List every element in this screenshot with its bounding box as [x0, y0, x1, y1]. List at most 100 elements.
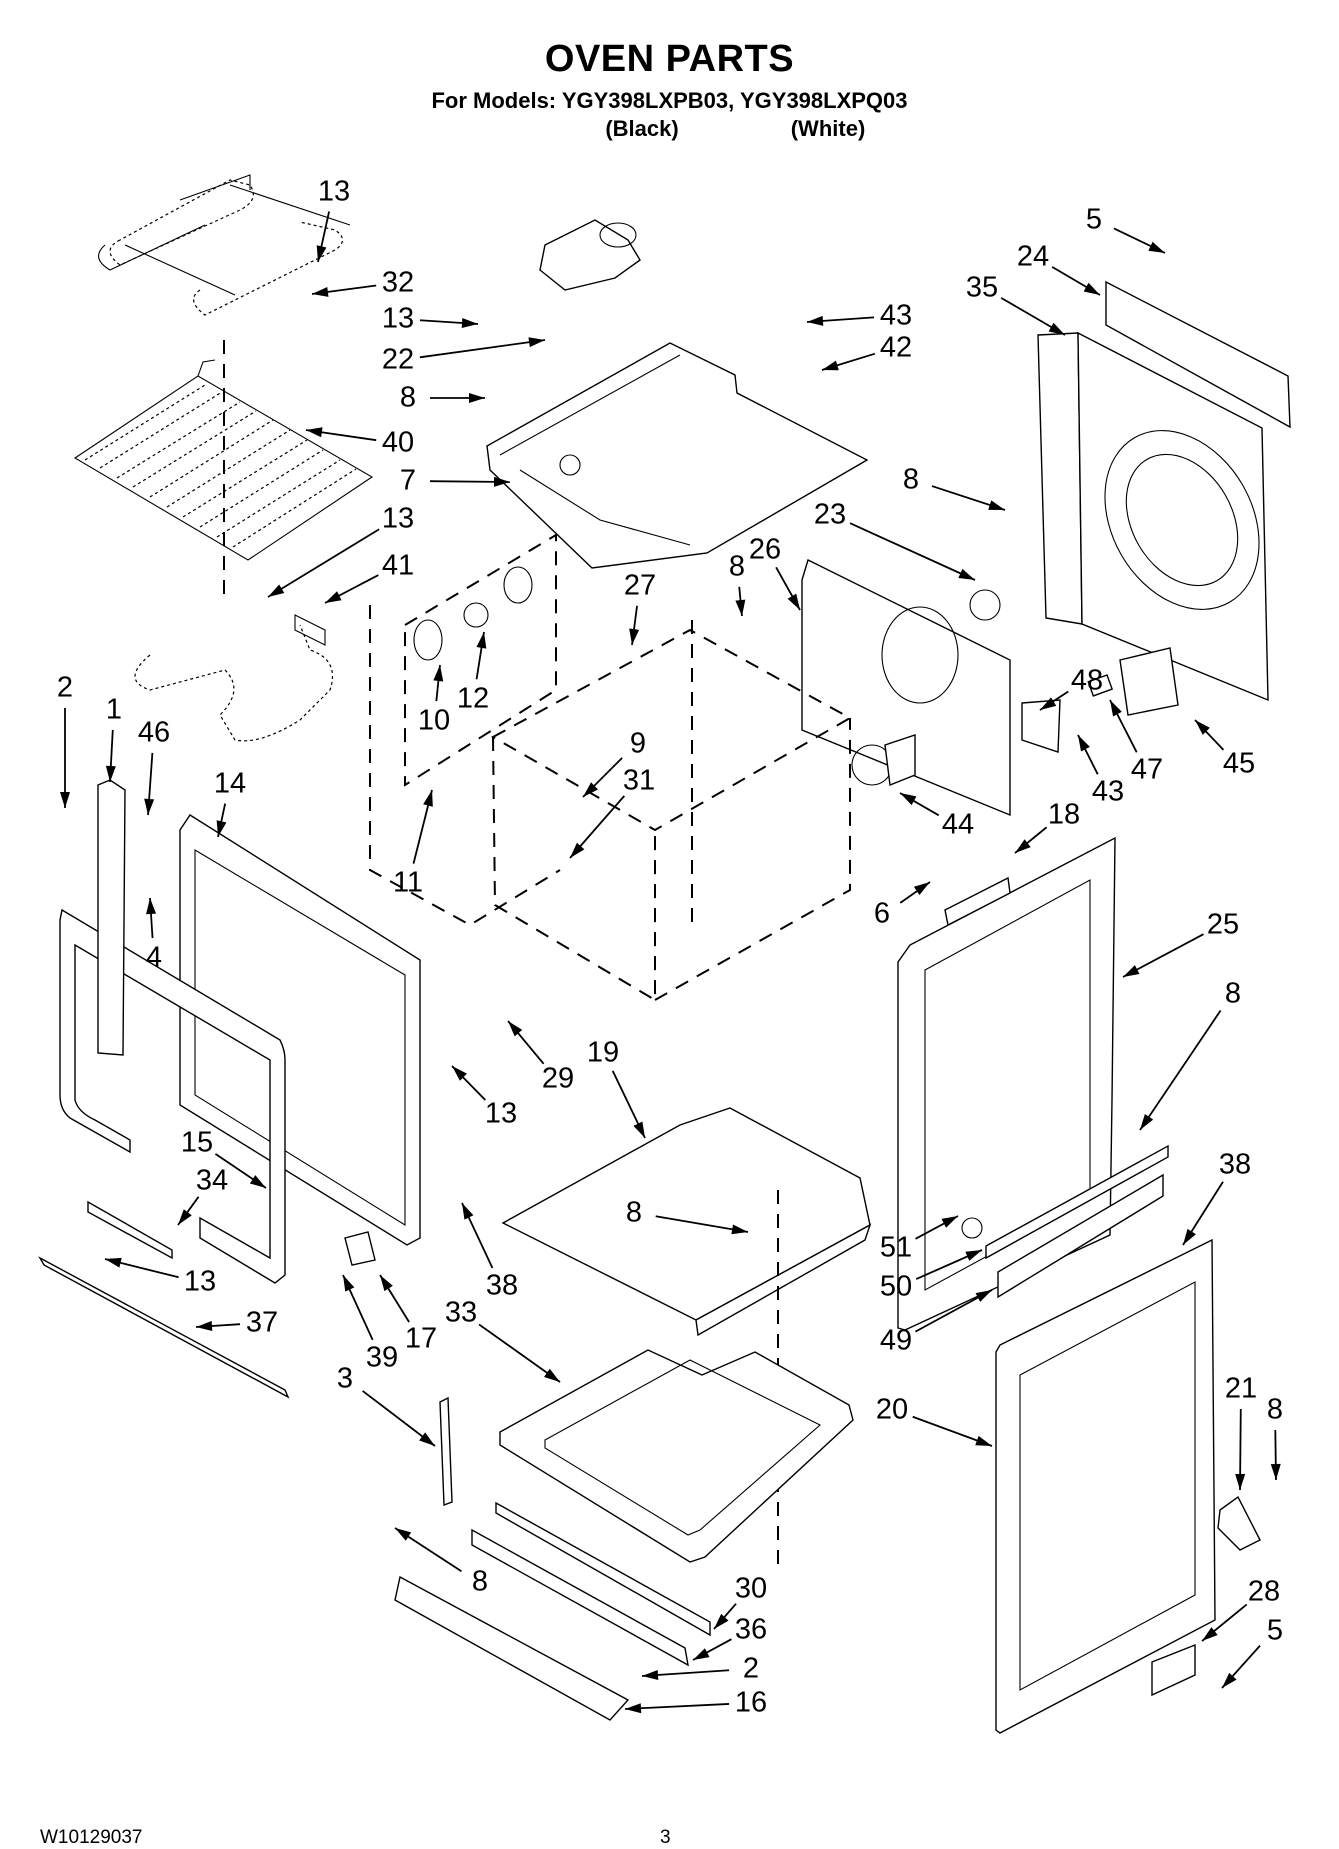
arrowhead-icon: [965, 1250, 982, 1261]
arrowhead-icon: [787, 593, 800, 610]
callout-label-40: 40: [381, 426, 415, 459]
leader-line: [1139, 1010, 1222, 1131]
arrowhead-icon: [625, 1703, 642, 1714]
arrowhead-icon: [1235, 1473, 1246, 1490]
variant-color-white: (White): [790, 116, 866, 141]
callout-label-7: 7: [399, 464, 417, 497]
callout-label-12: 12: [456, 682, 490, 715]
door-gasket-drawing: [59, 908, 286, 1284]
callout-label-20: 20: [875, 1393, 909, 1426]
callout-label-51: 51: [879, 1231, 913, 1264]
callout-label-39: 39: [365, 1341, 399, 1374]
callout-label-19: 19: [586, 1036, 620, 1069]
callout-label-8: 8: [625, 1196, 643, 1229]
callout-label-30: 30: [734, 1572, 768, 1605]
callout-label-2: 2: [742, 1652, 760, 1685]
callout-label-44: 44: [941, 808, 975, 841]
arrowhead-icon: [1202, 1627, 1218, 1641]
arrowhead-icon: [1222, 1672, 1237, 1688]
callout-label-47: 47: [1130, 753, 1164, 786]
callout-label-6: 6: [873, 897, 891, 930]
arrowhead-icon: [975, 1435, 992, 1446]
arrowhead-icon: [544, 1368, 560, 1382]
callout-label-32: 32: [381, 266, 415, 299]
arrowhead-icon: [731, 1224, 748, 1235]
arrowhead-icon: [807, 315, 824, 326]
callout-label-8: 8: [728, 550, 746, 583]
page-number: 3: [660, 1827, 671, 1848]
arrowhead-icon: [1078, 735, 1090, 752]
outer-door-drawing: [961, 1144, 1216, 1734]
convection-panel-drawing: [801, 559, 1011, 817]
arrowhead-icon: [633, 1121, 645, 1138]
arrowhead-icon: [380, 1275, 393, 1292]
callout-label-3: 3: [336, 1362, 354, 1395]
arrowhead-icon: [1195, 720, 1210, 735]
door-hinge-drawing: [344, 1231, 376, 1266]
callout-label-24: 24: [1016, 240, 1050, 273]
arrowhead-icon: [60, 792, 70, 808]
arrowhead-icon: [528, 337, 545, 348]
callout-label-38: 38: [1218, 1148, 1252, 1181]
variant-color-black: (Black): [605, 116, 679, 141]
callout-label-13: 13: [317, 175, 351, 208]
callout-label-18: 18: [1047, 798, 1081, 831]
arrowhead-icon: [629, 628, 640, 645]
arrowhead-icon: [642, 1669, 659, 1680]
arrowhead-icon: [913, 882, 930, 896]
callout-label-13: 13: [484, 1097, 518, 1130]
arrowhead-icon: [822, 360, 839, 371]
oven-top-panel-drawing: [486, 219, 869, 569]
leader-line: [478, 1323, 561, 1383]
callout-label-49: 49: [879, 1324, 913, 1357]
vent-bracket-drawing: [944, 876, 1011, 927]
light-assembly-box: [404, 533, 557, 787]
convection-fan-drawing: [851, 734, 916, 786]
callout-label-26: 26: [748, 533, 782, 566]
callout-label-1: 1: [105, 693, 123, 726]
callout-label-10: 10: [417, 704, 451, 737]
callout-label-41: 41: [381, 549, 415, 582]
callout-label-13: 13: [381, 302, 415, 335]
arrowhead-icon: [476, 632, 487, 649]
arrowhead-icon: [316, 245, 327, 262]
callout-label-17: 17: [404, 1322, 438, 1355]
arrowhead-icon: [216, 820, 227, 837]
callout-label-5: 5: [1266, 1614, 1284, 1647]
callout-label-14: 14: [213, 767, 247, 800]
arrowhead-icon: [900, 793, 917, 806]
callout-label-8: 8: [1266, 1393, 1284, 1426]
leader-line: [849, 522, 976, 581]
arrowhead-icon: [958, 568, 975, 580]
oven-cavity-drawing: [490, 620, 853, 1002]
arrowhead-icon: [583, 782, 598, 797]
callout-label-42: 42: [879, 331, 913, 364]
arrowhead-icon: [1083, 282, 1100, 295]
bottom-pan-drawing: [499, 1349, 854, 1563]
callout-label-43: 43: [879, 299, 913, 332]
arrowhead-icon: [105, 1257, 122, 1268]
callout-label-46: 46: [137, 716, 171, 749]
arrowhead-icon: [105, 765, 116, 782]
arrowhead-icon: [988, 500, 1005, 510]
side-trim-drawing: [97, 779, 126, 1056]
callout-label-4: 4: [145, 941, 163, 974]
arrowhead-icon: [1015, 839, 1031, 853]
callout-label-43: 43: [1091, 775, 1125, 808]
arrowhead-icon: [941, 1216, 958, 1228]
callout-label-8: 8: [399, 381, 417, 414]
callout-label-29: 29: [541, 1062, 575, 1095]
arrowhead-icon: [462, 1203, 474, 1220]
callout-label-34: 34: [195, 1164, 229, 1197]
callout-label-33: 33: [444, 1296, 478, 1329]
callout-label-13: 13: [183, 1265, 217, 1298]
side-panel-drawing: [897, 836, 1116, 1331]
callout-label-2: 2: [56, 671, 74, 704]
callout-label-35: 35: [965, 271, 999, 304]
back-panel-drawing: [1037, 280, 1291, 702]
leader-line: [624, 1703, 730, 1710]
toe-plates-drawing: [394, 1501, 711, 1721]
arrowhead-icon: [975, 1290, 992, 1302]
arrowhead-icon: [570, 842, 585, 858]
arrowhead-icon: [325, 591, 342, 603]
